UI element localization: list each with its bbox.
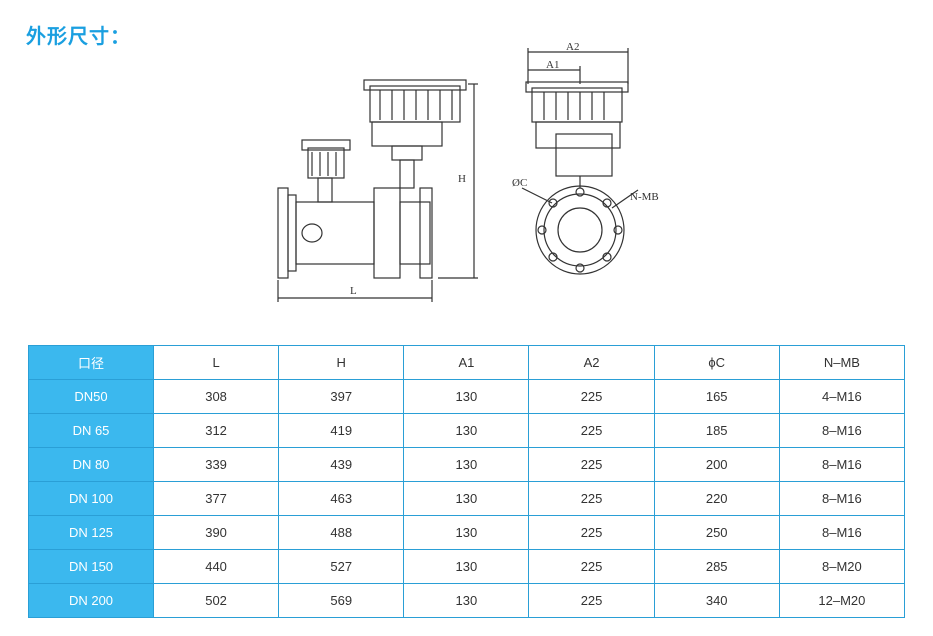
cell: 225 [528,447,655,482]
header-c: ϕC [653,345,780,380]
front-small-head [555,133,613,177]
cell: 377 [152,481,280,516]
right-flange-b [419,187,433,279]
cell: 390 [152,515,280,550]
label-a2: A2 [566,41,579,53]
cell: 439 [278,447,405,482]
label-nmb: N-MB [630,191,659,203]
cell: 130 [403,481,530,516]
cell: 285 [653,549,780,584]
cell: 185 [653,413,780,448]
cell: 225 [528,413,655,448]
pipe-body [295,201,375,265]
cell-bore: DN50 [28,379,154,414]
cell: 200 [653,447,780,482]
cell: 419 [278,413,405,448]
header-bore: 口径 [28,345,154,380]
cell: 488 [278,515,405,550]
label-a1: A1 [546,59,559,71]
header-l: L [152,345,280,380]
cell: 8–M16 [778,481,906,516]
cell: 8–M16 [778,413,906,448]
table-row: DN 80 339 439 130 225 200 8–M16 [28,447,906,482]
label-l: L [350,285,357,297]
table-header-row: 口径 L H A1 A2 ϕC N–MB [28,345,906,380]
cell: 225 [528,583,655,618]
cell: 308 [152,379,280,414]
cell: 225 [528,549,655,584]
cell: 312 [152,413,280,448]
table-row: DN 65 312 419 130 225 185 8–M16 [28,413,906,448]
cell: 397 [278,379,405,414]
dimension-table: 口径 L H A1 A2 ϕC N–MB DN50 308 397 130 22… [28,345,906,618]
cell: 440 [152,549,280,584]
header-a2: A2 [528,345,655,380]
table-row: DN 100 377 463 130 225 220 8–M16 [28,481,906,516]
cell: 130 [403,447,530,482]
label-h: H [458,173,466,185]
page-title: 外形尺寸： [26,24,131,48]
cell: 220 [653,481,780,516]
cell: 340 [653,583,780,618]
flowmeter-dimension-drawing: A2 A1 H L ØC N-MB [277,41,659,302]
side-port [301,223,323,243]
front-converter-head [531,87,623,123]
cell: 130 [403,413,530,448]
cell: 225 [528,515,655,550]
cell: 225 [528,481,655,516]
cell: 225 [528,379,655,414]
cell: 527 [278,549,405,584]
left-flange-outer [277,187,289,279]
small-head [307,147,345,179]
cell-bore: DN 65 [28,413,154,448]
cell: 165 [653,379,780,414]
table-row: DN 125 390 488 130 225 250 8–M16 [28,515,906,550]
cell-bore: DN 80 [28,447,154,482]
cell: 8–M20 [778,549,906,584]
cell: 250 [653,515,780,550]
cell: 8–M16 [778,447,906,482]
cell: 502 [152,583,280,618]
pipe-body-right [399,201,431,265]
label-c: ØC [512,177,527,189]
cell-bore: DN 150 [28,549,154,584]
cell-bore: DN 125 [28,515,154,550]
header-a1: A1 [403,345,530,380]
header-nmb: N–MB [778,345,906,380]
cell: 130 [403,549,530,584]
cell: 12–M20 [778,583,906,618]
cell: 130 [403,379,530,414]
cell: 8–M16 [778,515,906,550]
flange-outline [535,185,625,275]
table-row: DN 200 502 569 130 225 340 12–M20 [28,583,906,618]
cell: 130 [403,583,530,618]
right-flange-a [373,187,401,279]
converter-head [369,85,461,123]
header-h: H [278,345,405,380]
cell: 130 [403,515,530,550]
cell: 4–M16 [778,379,906,414]
table-row: DN 150 440 527 130 225 285 8–M20 [28,549,906,584]
cell-bore: DN 100 [28,481,154,516]
table-row: DN50 308 397 130 225 165 4–M16 [28,379,906,414]
cell: 339 [152,447,280,482]
cell: 569 [278,583,405,618]
bore-circle [557,207,603,253]
cell-bore: DN 200 [28,583,154,618]
cell: 463 [278,481,405,516]
left-flange-inner [287,194,297,272]
